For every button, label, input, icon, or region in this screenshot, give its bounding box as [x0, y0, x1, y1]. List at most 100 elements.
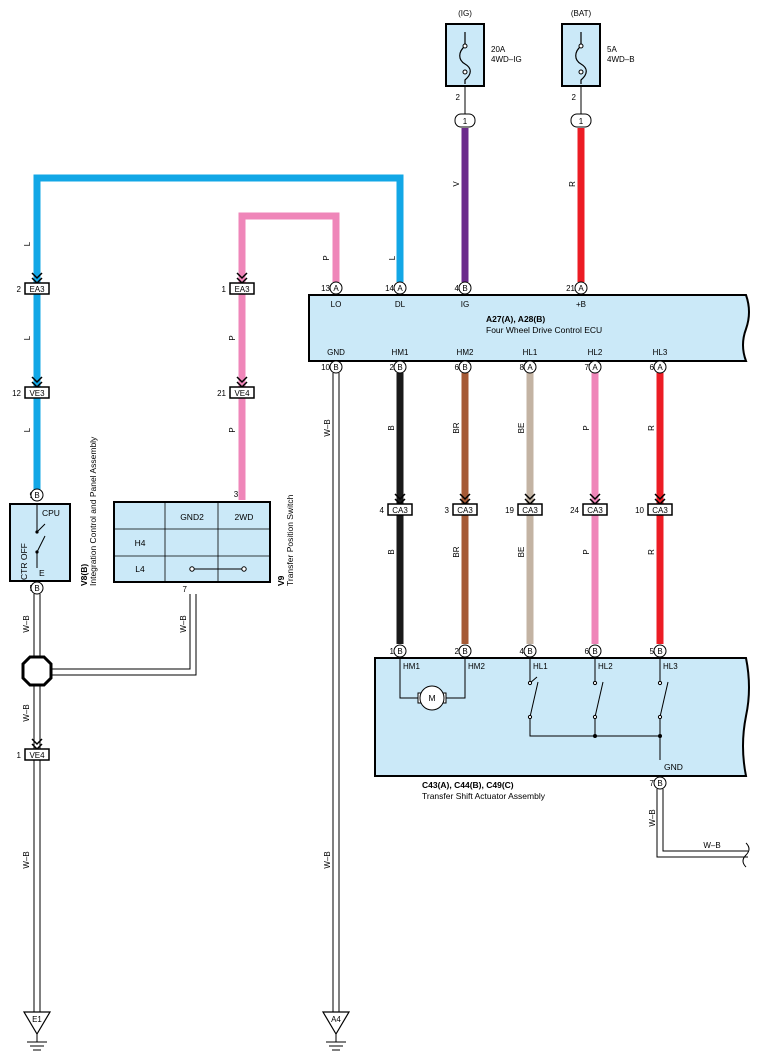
wire-color-label: V — [452, 181, 461, 187]
fuse-ig-pin: 2 — [456, 93, 461, 102]
ecu-bottom-pin-number: 6 — [455, 363, 460, 372]
ecu-bottom-pin-label: HM1 — [392, 348, 409, 357]
v8-name: Integration Control and Panel Assembly — [88, 436, 98, 586]
ecu-bottom-pin-marker — [458, 360, 472, 374]
v9-pin-bottom: 7 — [183, 585, 188, 594]
ecu-top-pin-label: LO — [331, 300, 342, 309]
ecu-bottom-pin-number: 2 — [390, 363, 395, 372]
wire-color-label: W–B — [323, 419, 332, 436]
ecu-bottom-pin-number: 7 — [585, 363, 590, 372]
wire-color-label: B — [387, 425, 396, 430]
actuator-pin-label: HM1 — [403, 662, 420, 671]
junction-pin: 2 — [17, 285, 22, 294]
v8-e-label: E — [39, 568, 45, 578]
ecu-bottom-pin-conn: B — [333, 363, 338, 372]
junction-pin: 3 — [445, 506, 450, 515]
ecu-bottom-pin-marker — [329, 360, 343, 374]
actuator-pin-conn: B — [527, 647, 532, 656]
junction-name: CA3 — [392, 506, 408, 515]
wire-color-label: W–B — [323, 851, 332, 868]
wire-color-label: BE — [517, 547, 526, 558]
ecu-bottom-pin-conn: A — [592, 363, 598, 372]
ecu-bottom-pin-label: HL3 — [653, 348, 668, 357]
v9-pin-top: 3 — [234, 490, 239, 499]
junction-name: CA3 — [587, 506, 603, 515]
fuse-bat-supply: (BAT) — [571, 9, 592, 18]
ecu-bottom-pin-conn: B — [397, 363, 402, 372]
ecu-bottom-pin-conn: A — [527, 363, 533, 372]
wire-color-label: W–B — [22, 851, 31, 868]
actuator-pin-number: 6 — [585, 647, 590, 656]
actuator-pin-conn: B — [397, 647, 402, 656]
ecu-bottom-pin-marker — [393, 360, 407, 374]
ground-splice — [21, 655, 53, 687]
wire-color-label: W–B — [703, 841, 720, 850]
wire-wb-v9-ground — [50, 594, 197, 676]
ground-e1: E1 — [22, 1011, 52, 1051]
junction-name: CA3 — [457, 506, 473, 515]
fuse-ig-name: 4WD–IG — [491, 55, 522, 64]
wire-color-label: W–B — [22, 615, 31, 632]
wire-color-label: BE — [517, 423, 526, 434]
ecu-bottom-pin-label: GND — [327, 348, 345, 357]
ecu-top-pin-conn: A — [578, 284, 584, 293]
actuator-gnd-label: GND — [664, 762, 683, 772]
ecu-top-pin-conn: A — [397, 284, 403, 293]
junction-pin: 1 — [222, 285, 227, 294]
junction-name: EA3 — [234, 285, 250, 294]
v9-id: V9 — [276, 575, 286, 586]
ecu-box: A27(A), A28(B) Four Wheel Drive Control … — [308, 281, 750, 374]
fuse-bat-connector-pin: 1 — [579, 117, 584, 126]
v8-switch-label: CTR OFF — [19, 543, 29, 580]
v9-col1: GND2 — [180, 512, 204, 522]
motor-icon: M — [399, 657, 466, 711]
ecu-bottom-pin-label: HM2 — [457, 348, 474, 357]
ecu-bottom-pin-marker — [523, 360, 537, 374]
ecu-top-pin-number: 14 — [385, 284, 394, 293]
wire-color-label: BR — [452, 546, 461, 557]
v8-conn-bottom: B — [34, 584, 39, 593]
actuator-pin-number: 1 — [390, 647, 395, 656]
ecu-top-pin-marker — [393, 281, 407, 295]
fuse-ig: (IG) 20A 4WD–IG 2 1 — [445, 9, 522, 128]
actuator-gnd-pin: 7 — [650, 779, 655, 788]
v9-switch: 3 GND2 2WD H4 L4 7 V9 Transfer Position … — [113, 490, 295, 594]
junction-name: VE4 — [234, 389, 250, 398]
ecu-top-pin-number: 13 — [321, 284, 330, 293]
actuator-pin-conn: B — [462, 647, 467, 656]
ecu-bottom-pin-conn: B — [462, 363, 467, 372]
wire-color-label: P — [228, 335, 237, 340]
actuator-pin-label: HL2 — [598, 662, 613, 671]
ecu-top-pin-number: 4 — [455, 284, 460, 293]
actuator-pin-number: 5 — [650, 647, 655, 656]
ground-e1-label: E1 — [32, 1015, 42, 1024]
junction-name: VE4 — [29, 751, 45, 760]
ground-a4-label: A4 — [331, 1015, 341, 1024]
wire-color-label: P — [322, 255, 331, 260]
ecu-bottom-pin-number: 10 — [321, 363, 330, 372]
v8-cpu-label: CPU — [42, 508, 60, 518]
wire-color-label: W–B — [648, 809, 657, 826]
wire-color-label: L — [23, 335, 32, 340]
switch-contacts — [527, 680, 663, 738]
actuator-pin-number: 2 — [455, 647, 460, 656]
v9-row2: L4 — [135, 564, 145, 574]
fuse-ig-rating: 20A — [491, 45, 506, 54]
wire-color-label: W–B — [179, 615, 188, 632]
junction-name: VE3 — [29, 389, 45, 398]
fuse-bat-rating: 5A — [607, 45, 617, 54]
ecu-top-pin-label: DL — [395, 300, 406, 309]
actuator-title: C43(A), C44(B), C49(C) — [422, 780, 514, 790]
actuator-name: Transfer Shift Actuator Assembly — [422, 791, 546, 801]
ecu-name: Four Wheel Drive Control ECU — [486, 325, 602, 335]
